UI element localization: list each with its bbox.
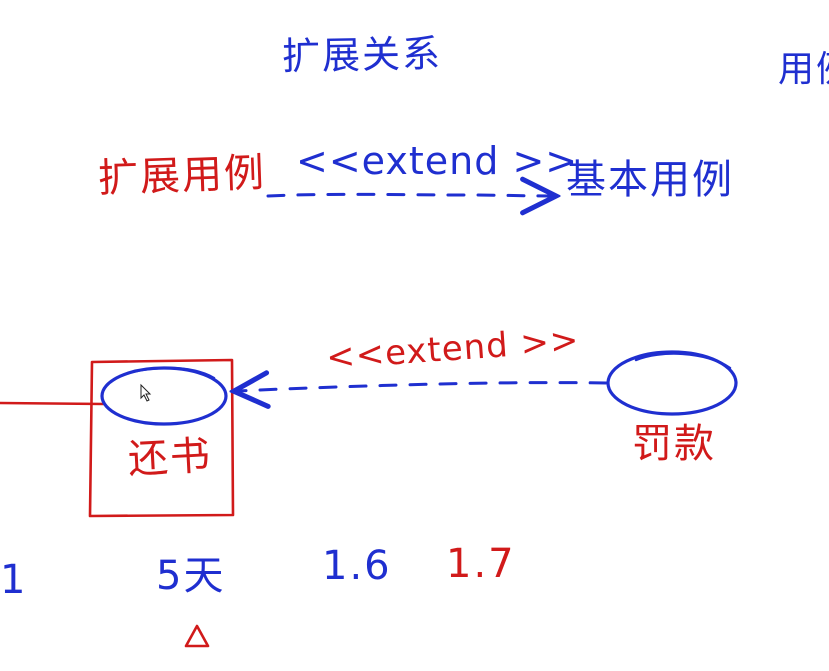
actor-association-line [0,401,106,406]
number-label-3: 1.6 [322,543,392,589]
extension-ellipse-overstroke [634,352,732,370]
corner-fragment-text: 用例 [778,49,829,90]
mouse-pointer-icon [140,383,152,402]
base-ellipse-overstroke [118,366,216,380]
top-extend-arrow [266,194,552,196]
number-label-1: 1 [0,557,28,603]
extension-use-case-ellipse [606,350,738,416]
number-label-4: 1.7 [446,541,516,587]
fine-label: 罚款 [632,421,716,467]
base-use-case-frame [88,358,235,518]
diagram-title: 扩展关系 [281,31,443,79]
extension-use-case-label: 扩展用例 [97,150,267,202]
number-label-2: 5天 [156,553,226,599]
bottom-extend-arrow [238,383,608,391]
top-extend-stereotype: <<extend >> [296,139,579,183]
return-book-label: 还书 [126,432,214,484]
triangle-mark [184,624,210,648]
base-use-case-label: 基本用例 [566,157,734,203]
